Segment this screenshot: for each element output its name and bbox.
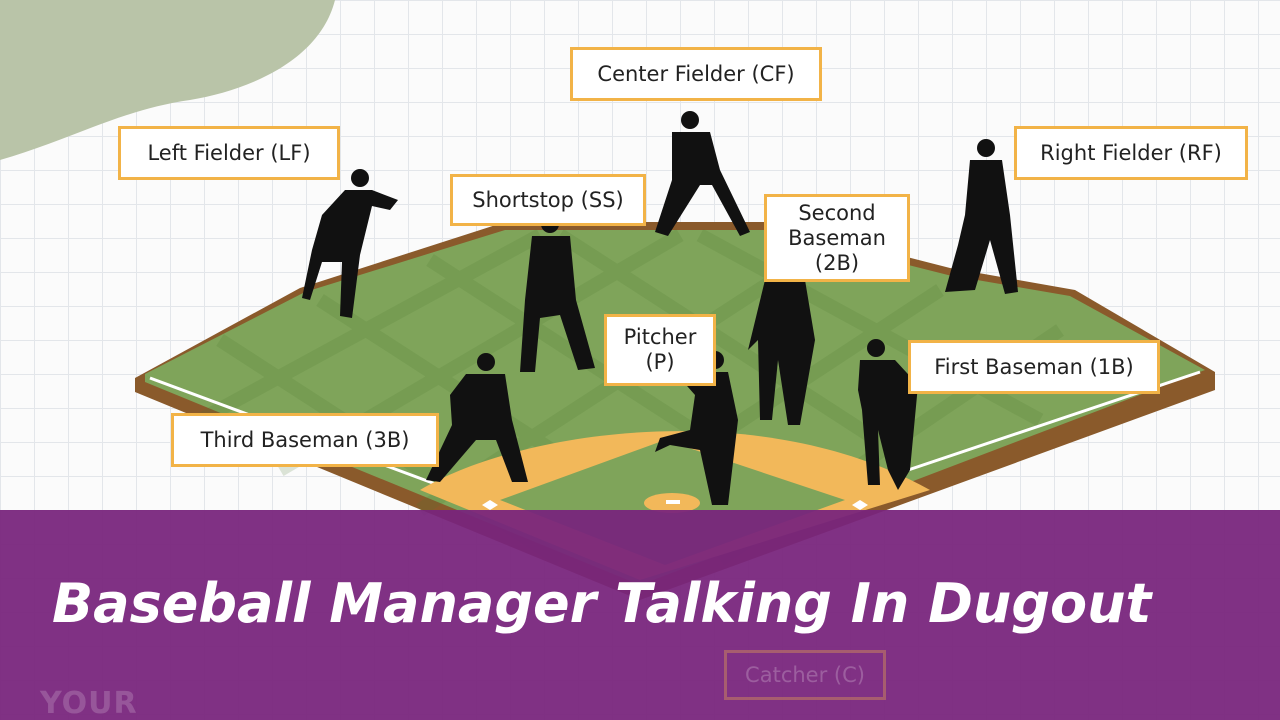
player-lf-silhouette: [302, 169, 398, 318]
label-right-fielder: Right Fielder (RF): [1014, 126, 1248, 180]
title-banner: [0, 510, 1280, 720]
label-shortstop: Shortstop (SS): [450, 174, 646, 226]
label-center-fielder: Center Fielder (CF): [570, 47, 822, 101]
player-1b-silhouette: [858, 339, 918, 490]
player-rf-silhouette: [945, 139, 1018, 294]
banner-title: Baseball Manager Talking In Dugout: [52, 572, 1152, 635]
label-second-baseman: Second Baseman (2B): [764, 194, 910, 282]
player-3b-silhouette: [426, 353, 528, 482]
label-pitcher: Pitcher (P): [604, 314, 716, 386]
corner-blob: [0, 0, 335, 160]
brand-logo: YOUR: [40, 686, 138, 720]
label-first-baseman: First Baseman (1B): [908, 340, 1160, 394]
first-base: [852, 500, 868, 510]
player-cf-silhouette: [655, 111, 750, 236]
label-catcher: Catcher (C): [724, 650, 886, 700]
outfield-grass: [145, 230, 1205, 585]
pitchers-rubber: [666, 500, 680, 504]
label-left-fielder: Left Fielder (LF): [118, 126, 340, 180]
label-third-baseman: Third Baseman (3B): [171, 413, 439, 467]
third-base: [482, 500, 498, 510]
